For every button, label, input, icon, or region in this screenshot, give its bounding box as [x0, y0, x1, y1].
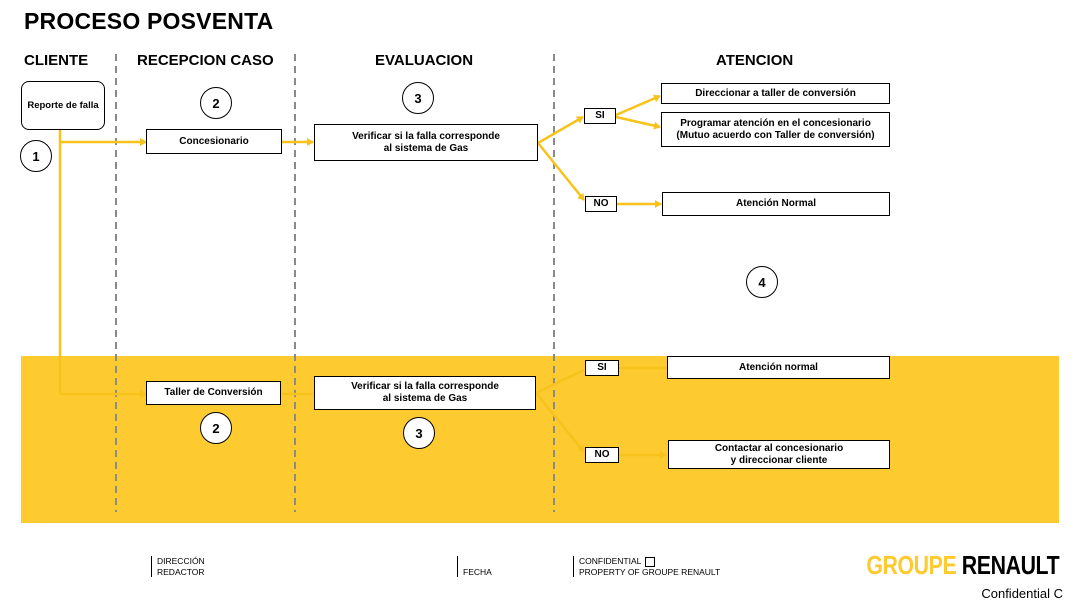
- node-atencion-normal-bottom: Atención normal: [667, 356, 890, 379]
- arrow-to-no-bottom: [535, 392, 585, 453]
- step-badge-recepcion-top: 2: [200, 87, 232, 119]
- node-programar-atencion: Programar atención en el concesionario (…: [661, 112, 890, 147]
- column-header-cliente: CLIENTE: [24, 52, 89, 69]
- label-si-bottom: SI: [585, 360, 619, 376]
- footer-redactor: REDACTOR: [157, 566, 205, 577]
- arrow-to-si-top: [537, 115, 584, 145]
- footer-confidential-block: CONFIDENTIAL PROPERTY OF GROUPE RENAULT: [573, 556, 721, 578]
- node-verificar-top: Verificar si la falla corresponde al sis…: [314, 124, 538, 161]
- label-no-top: NO: [585, 196, 617, 212]
- step-badge-evaluacion-bottom: 3: [403, 417, 435, 449]
- node-taller-de-conversion: Taller de Conversión: [146, 381, 281, 405]
- page-title: PROCESO POSVENTA: [24, 8, 274, 34]
- logo-groupe: GROUPE: [866, 550, 957, 580]
- logo-renault: RENAULT: [961, 550, 1060, 580]
- arrow-to-programar: [615, 115, 661, 130]
- footer-property: PROPERTY OF GROUPE RENAULT: [579, 566, 721, 577]
- column-header-atencion: ATENCION: [716, 52, 794, 69]
- node-verificar-bottom: Verificar si la falla corresponde al sis…: [314, 376, 536, 410]
- footer-direccion: DIRECCIÓN: [157, 556, 205, 566]
- groupe-renault-logo: GROUPE RENAULT: [866, 550, 1059, 581]
- node-reporte-de-falla: Reporte de falla: [21, 81, 105, 130]
- column-header-recepcion: RECEPCION CASO: [137, 52, 274, 69]
- label-no-bottom: NO: [585, 447, 619, 463]
- column-header-evaluacion: EVALUACION: [375, 52, 474, 69]
- step-badge-recepcion-bottom: 2: [200, 412, 232, 444]
- step-badge-cliente: 1: [20, 140, 52, 172]
- arrow-to-no-top: [537, 142, 585, 201]
- footer-fecha-block: FECHA: [457, 556, 492, 577]
- node-contactar-concesionario: Contactar al concesionario y direccionar…: [668, 440, 890, 469]
- node-concesionario: Concesionario: [146, 129, 282, 154]
- confidential-checkbox[interactable]: [645, 556, 656, 567]
- footer-direccion-redactor: DIRECCIÓN REDACTOR: [151, 556, 205, 577]
- classification-label: Confidential C: [981, 586, 1063, 601]
- node-atencion-normal-top: Atención Normal: [662, 192, 890, 216]
- label-si-top: SI: [584, 108, 616, 124]
- step-badge-atencion: 4: [746, 266, 778, 298]
- node-direccionar-taller: Direccionar a taller de conversión: [661, 83, 890, 104]
- arrow-to-direccionar: [615, 94, 661, 117]
- step-badge-evaluacion-top: 3: [402, 82, 434, 114]
- connector-to-si-bottom: [535, 368, 585, 395]
- footer-confidential: CONFIDENTIAL: [579, 556, 642, 566]
- footer-fecha: FECHA: [463, 566, 492, 577]
